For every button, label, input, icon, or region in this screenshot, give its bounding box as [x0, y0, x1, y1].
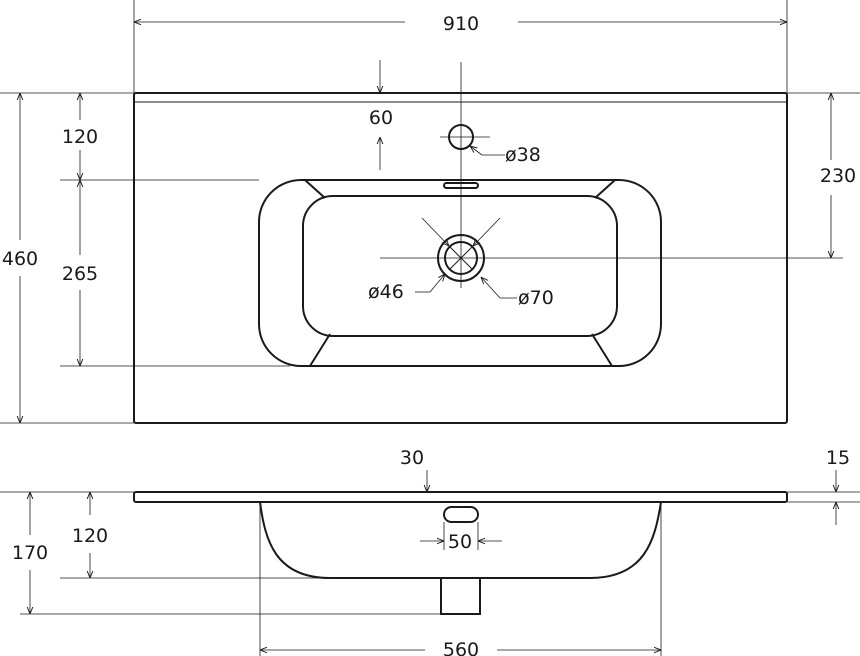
- dim-slab-thickness: 15: [826, 447, 850, 469]
- drain-pipe: [440, 577, 481, 615]
- dim-overall-depth: 460: [2, 248, 38, 270]
- dim-bowl-height: 120: [72, 525, 108, 547]
- dim-back-to-tap-hole: 60: [369, 107, 393, 129]
- dim-overflow-width: 50: [448, 531, 472, 553]
- overflow-slot-side: [443, 506, 479, 523]
- bowl-outer-outline: [258, 179, 662, 367]
- top-view: 910 460 120 265 230 60 ø38 ø46: [0, 0, 860, 424]
- dim-back-to-drain: 230: [820, 165, 856, 187]
- dim-bowl-width: 560: [443, 639, 479, 656]
- bowl-corner-lines: [304, 179, 616, 367]
- dim-overall-width: 910: [443, 13, 479, 35]
- dim-drain-outer-diameter: ø70: [518, 287, 554, 309]
- dim-bowl-depth: 265: [62, 263, 98, 285]
- bowl-inner-outline: [302, 195, 618, 337]
- dim-drain-diameter: ø46: [368, 281, 404, 303]
- dim-back-to-bowl: 120: [62, 126, 98, 148]
- slab-profile: [133, 491, 788, 503]
- dim-top-to-overflow: 30: [400, 447, 424, 469]
- dim-overall-height: 170: [12, 542, 48, 564]
- dim-tap-hole-diameter: ø38: [505, 144, 541, 166]
- side-view: 30 15 170 120 50 560: [0, 447, 860, 656]
